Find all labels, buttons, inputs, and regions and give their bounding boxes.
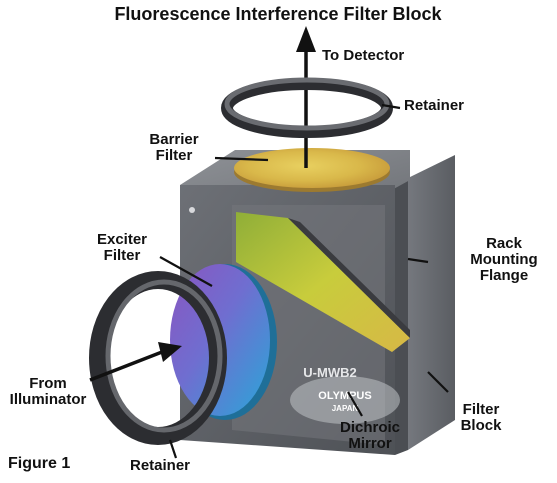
emission-ray <box>296 26 316 168</box>
label-from-illuminator: From Illuminator <box>9 375 87 408</box>
rack-mounting-flange <box>395 155 455 455</box>
figure-caption: Figure 1 <box>8 455 71 472</box>
label-filter-block: Filter Block <box>460 401 502 434</box>
diagram-title: Fluorescence Interference Filter Block <box>114 4 442 24</box>
label-retainer-bottom: Retainer <box>130 457 191 474</box>
block-origin-text: JAPAN <box>332 404 359 413</box>
leader-lines <box>159 103 449 459</box>
block-marking: U-MWB2 OLYMPUS JAPAN <box>290 365 400 424</box>
dichroic-mirror <box>236 212 410 352</box>
label-to-detector: To Detector <box>322 47 405 64</box>
label-rack-mounting-flange: Rack Mounting Flange <box>470 235 538 284</box>
retainer-ring-top <box>221 77 393 138</box>
barrier-filter <box>234 148 390 192</box>
retainer-ring-front <box>89 271 227 445</box>
illumination-ray <box>89 342 182 382</box>
label-retainer-top: Retainer <box>404 97 465 114</box>
label-barrier-filter: Barrier Filter <box>149 131 199 164</box>
label-exciter-filter: Exciter Filter <box>96 231 148 264</box>
label-dichroic-mirror: Dichroic Mirror <box>339 419 400 452</box>
block-model-text: U-MWB2 <box>303 365 356 380</box>
block-brand-text: OLYMPUS <box>318 390 371 402</box>
